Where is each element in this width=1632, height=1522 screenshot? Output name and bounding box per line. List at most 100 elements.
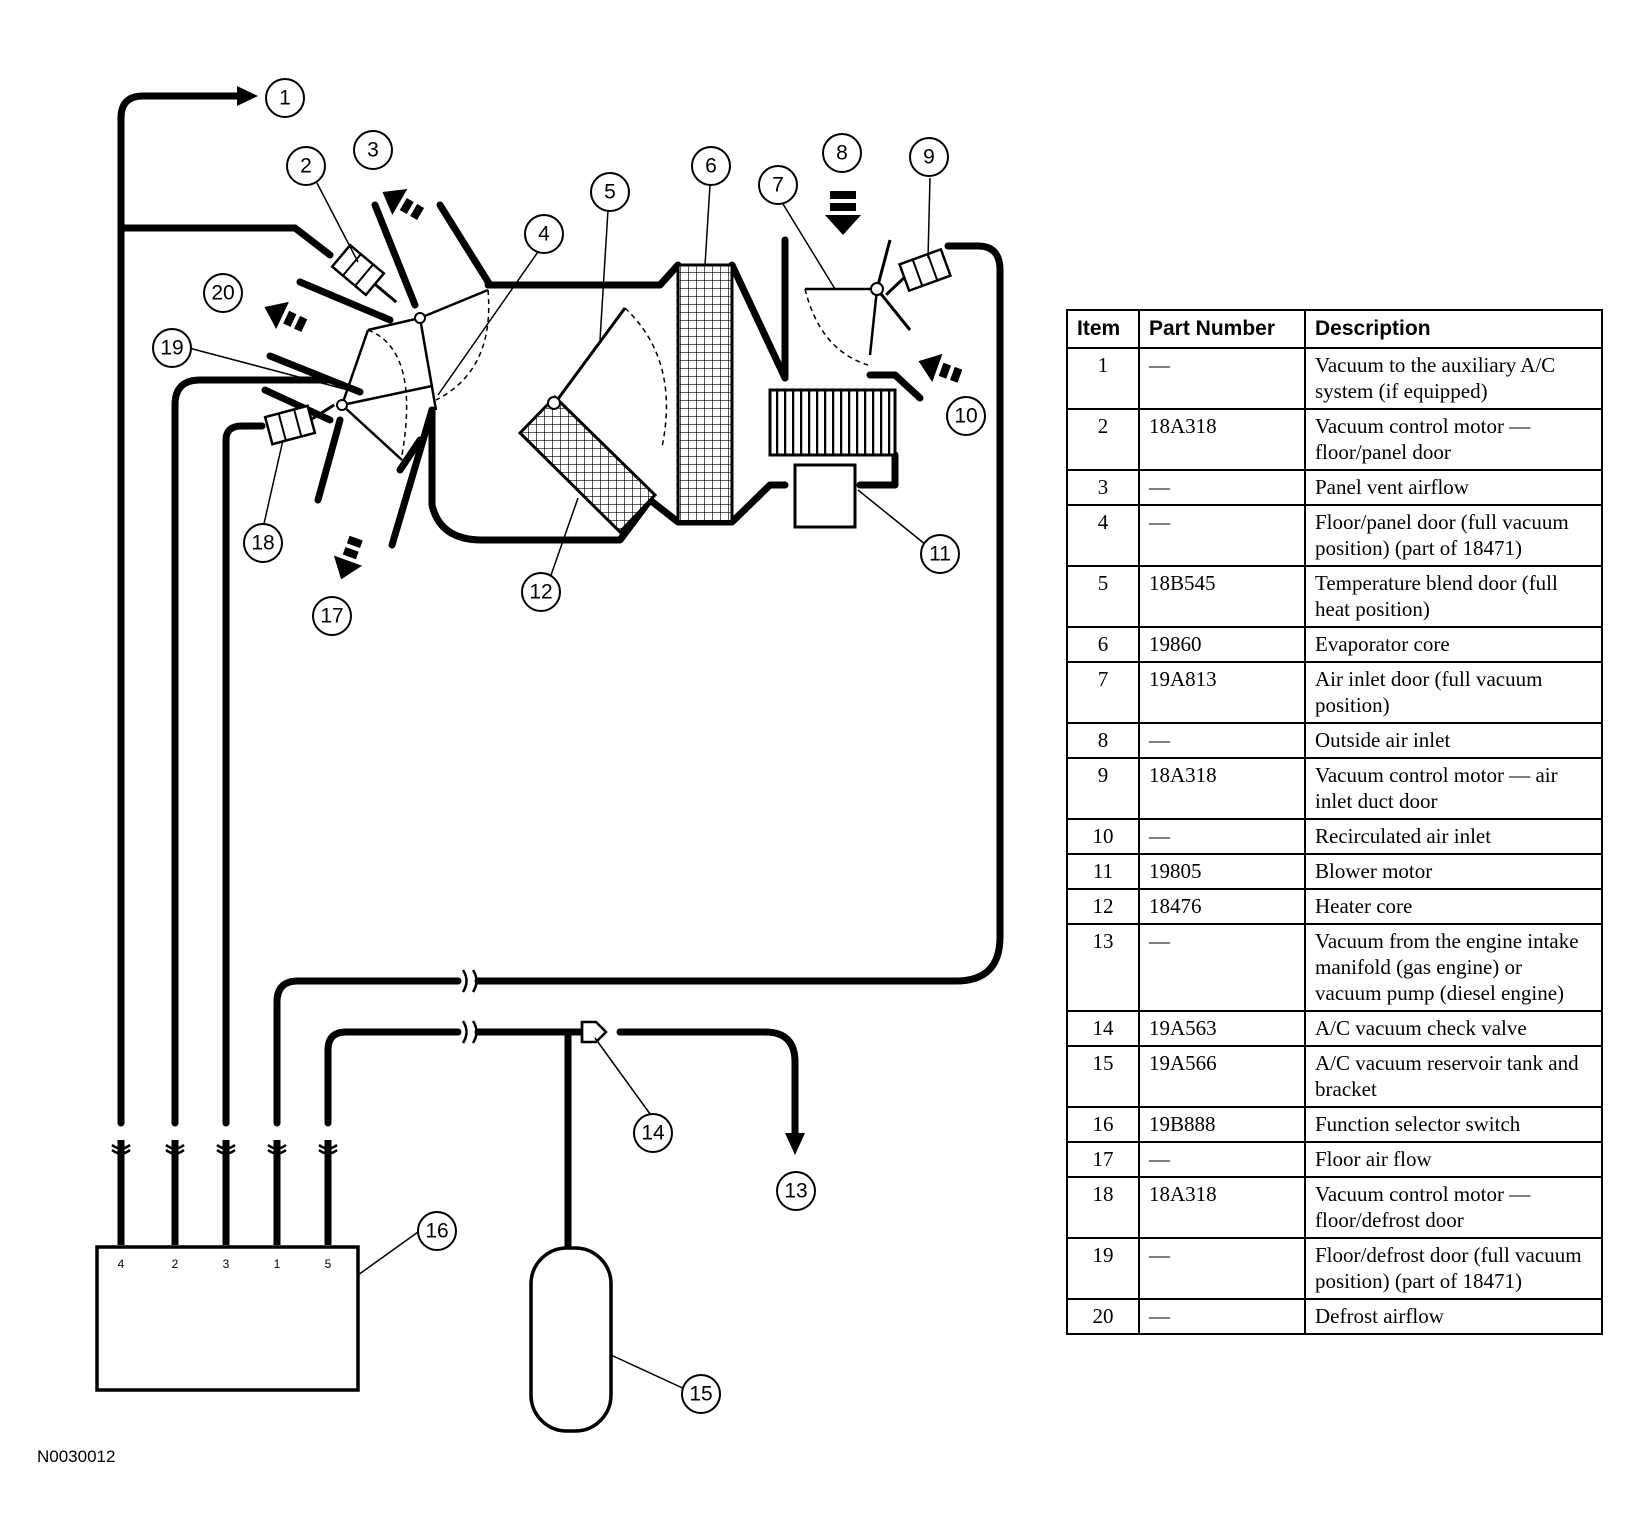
table-row: 10—Recirculated air inlet	[1066, 818, 1603, 855]
hose-port-5	[324, 1028, 799, 1139]
cell-part-number: —	[1138, 1237, 1306, 1300]
cell-item: 18	[1066, 1176, 1140, 1239]
svg-text:6: 6	[705, 155, 717, 178]
svg-text:17: 17	[320, 605, 343, 628]
svg-text:9: 9	[923, 146, 935, 169]
svg-text:8: 8	[836, 142, 848, 165]
cell-item: 11	[1066, 853, 1140, 890]
vacuum-control-motor-2	[330, 243, 398, 304]
check-valve	[580, 1020, 608, 1044]
plenum-housing	[261, 201, 924, 549]
floor-airflow-arrow-icon	[333, 535, 363, 580]
table-row: 3—Panel vent airflow	[1066, 469, 1603, 506]
callout-15: 15	[681, 1374, 721, 1414]
cell-description: Function selector switch	[1304, 1106, 1603, 1143]
cell-part-number: 19A566	[1138, 1045, 1306, 1108]
callout-2: 2	[286, 146, 326, 186]
callout-4: 4	[524, 214, 564, 254]
cell-description: A/C vacuum check valve	[1304, 1010, 1603, 1047]
cell-description: Vacuum control motor — floor/defrost doo…	[1304, 1176, 1603, 1239]
cell-description: Blower motor	[1304, 853, 1603, 890]
cell-item: 1	[1066, 347, 1140, 410]
port-label: 4	[118, 1257, 125, 1271]
port-label: 5	[325, 1257, 332, 1271]
cell-description: Heater core	[1304, 888, 1603, 925]
table-row: 20—Defrost airflow	[1066, 1298, 1603, 1335]
port-label: 3	[223, 1257, 230, 1271]
callout-17: 17	[312, 596, 352, 636]
svg-text:18: 18	[251, 532, 274, 555]
svg-text:2: 2	[300, 155, 312, 178]
cell-item: 2	[1066, 408, 1140, 471]
vacuum-auxiliary-arrow-icon	[237, 86, 258, 106]
callouts: 1 2 3 4 5 6 7 8 9 10 11 12 13 14 15 16 1…	[152, 78, 986, 1414]
cell-description: Floor/panel door (full vacuum position) …	[1304, 504, 1603, 567]
blower-motor	[793, 463, 857, 529]
hose-couplers	[111, 969, 478, 1155]
cell-part-number: 19860	[1138, 626, 1306, 663]
cell-item: 13	[1066, 923, 1140, 1012]
cell-part-number: 19805	[1138, 853, 1306, 890]
blower-wheel	[768, 388, 897, 457]
cell-part-number: —	[1138, 923, 1306, 1012]
table-header-row: Item Part Number Description	[1066, 309, 1603, 349]
cell-part-number: —	[1138, 1298, 1306, 1335]
cell-item: 3	[1066, 469, 1140, 506]
cell-description: Defrost airflow	[1304, 1298, 1603, 1335]
hose-port-1	[273, 242, 1004, 1127]
defrost-airflow-arrow-icon	[264, 301, 308, 332]
callout-13: 13	[776, 1171, 816, 1211]
temperature-blend-door	[553, 307, 627, 404]
svg-text:11: 11	[929, 543, 951, 566]
svg-text:3: 3	[367, 139, 379, 162]
cell-description: Floor air flow	[1304, 1141, 1603, 1178]
svg-text:15: 15	[689, 1383, 712, 1406]
outside-air-arrow-icon	[825, 191, 861, 235]
cell-item: 17	[1066, 1141, 1140, 1178]
floor-defrost-door	[340, 329, 433, 461]
header-part-number: Part Number	[1138, 309, 1306, 349]
doors	[336, 239, 912, 461]
function-selector-switch	[95, 1245, 360, 1392]
callout-7: 7	[758, 165, 798, 205]
table-row: 19—Floor/defrost door (full vacuum posit…	[1066, 1237, 1603, 1300]
cell-item: 7	[1066, 661, 1140, 724]
table-row: 4—Floor/panel door (full vacuum position…	[1066, 504, 1603, 567]
svg-text:14: 14	[641, 1122, 665, 1145]
vacuum-system-diagram: 4 2 3 1 5	[37, 78, 1004, 1466]
header-description: Description	[1304, 309, 1603, 349]
cell-part-number: 18A318	[1138, 1176, 1306, 1239]
svg-text:5: 5	[604, 181, 616, 204]
floor-panel-door	[367, 288, 489, 411]
table-row: 17—Floor air flow	[1066, 1141, 1603, 1178]
cell-description: Air inlet door (full vacuum position)	[1304, 661, 1603, 724]
panel-airflow-arrow-icon	[382, 189, 425, 221]
parts-table: Item Part Number Description 1—Vacuum to…	[1066, 309, 1603, 1335]
cell-item: 15	[1066, 1045, 1140, 1108]
evaporator-core	[676, 263, 734, 524]
heater-core	[517, 394, 658, 535]
cell-part-number: 19B888	[1138, 1106, 1306, 1143]
vacuum-hoses	[117, 92, 1004, 1252]
hose-to-vacuum-motor-2	[117, 224, 334, 259]
svg-text:7: 7	[772, 174, 784, 197]
callout-16: 16	[417, 1211, 457, 1251]
cell-description: A/C vacuum reservoir tank and bracket	[1304, 1045, 1603, 1108]
selector-port-labels: 4 2 3 1 5	[118, 1257, 332, 1271]
cell-item: 5	[1066, 565, 1140, 628]
cell-part-number: 18B545	[1138, 565, 1306, 628]
cell-description: Outside air inlet	[1304, 722, 1603, 759]
callout-10: 10	[946, 396, 986, 436]
header-item: Item	[1066, 309, 1140, 349]
svg-text:19: 19	[160, 337, 183, 360]
vacuum-control-motor-9	[885, 247, 953, 296]
vacuum-control-motor-18	[263, 403, 336, 446]
table-row: 1—Vacuum to the auxiliary A/C system (if…	[1066, 347, 1603, 410]
svg-text:4: 4	[538, 223, 550, 246]
cell-description: Panel vent airflow	[1304, 469, 1603, 506]
svg-text:12: 12	[529, 581, 552, 604]
cell-part-number: —	[1138, 818, 1306, 855]
